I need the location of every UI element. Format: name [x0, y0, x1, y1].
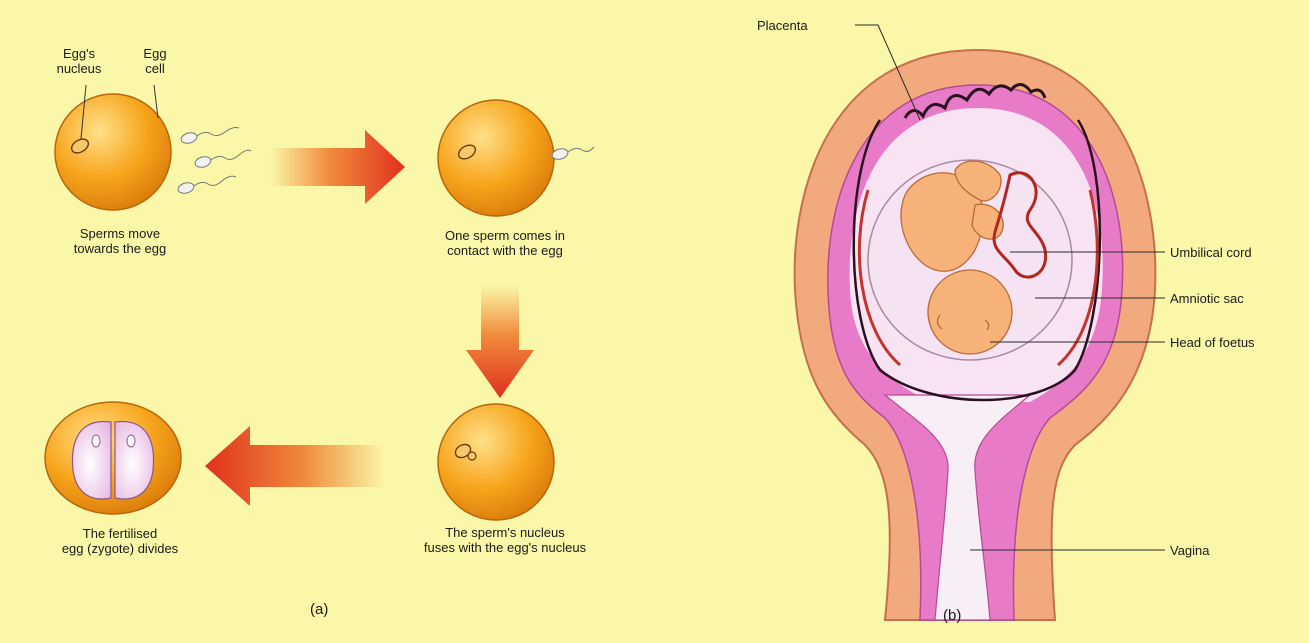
arrow-right	[270, 130, 405, 204]
head-of-foetus-label: Head of foetus	[1170, 335, 1255, 350]
egg-3	[438, 404, 554, 520]
egg-cell-label: Egg cell	[133, 46, 177, 76]
egg-1	[55, 85, 171, 210]
step1-caption: Sperms move towards the egg	[55, 226, 185, 256]
step1-caption-line2: towards the egg	[55, 241, 185, 256]
egg-nucleus-label-line2: nucleus	[52, 61, 106, 76]
step2-caption-line1: One sperm comes in	[410, 228, 600, 243]
arrow-down	[466, 285, 534, 398]
foetus-head	[928, 270, 1012, 354]
egg-cell-label-line1: Egg	[133, 46, 177, 61]
step4-caption: The fertilised egg (zygote) divides	[45, 526, 195, 556]
step4-caption-line2: egg (zygote) divides	[45, 541, 195, 556]
step3-caption-line2: fuses with the egg's nucleus	[395, 540, 615, 555]
vagina-label: Vagina	[1170, 543, 1210, 558]
umbilical-cord-label: Umbilical cord	[1170, 245, 1252, 260]
step3-caption-line1: The sperm's nucleus	[395, 525, 615, 540]
amniotic-sac-label: Amniotic sac	[1170, 291, 1244, 306]
step2-caption-line2: contact with the egg	[410, 243, 600, 258]
step4-caption-line1: The fertilised	[45, 526, 195, 541]
uterus-diagram	[795, 50, 1156, 620]
placenta-label: Placenta	[757, 18, 808, 33]
egg-nucleus-label: Egg's nucleus	[52, 46, 106, 76]
sperm-group	[177, 128, 251, 195]
zygote	[45, 402, 181, 514]
panel-b-label: (b)	[943, 608, 961, 623]
step2-caption: One sperm comes in contact with the egg	[410, 228, 600, 258]
step1-caption-line1: Sperms move	[55, 226, 185, 241]
egg-nucleus-label-line1: Egg's	[52, 46, 106, 61]
panel-a-label: (a)	[310, 602, 328, 617]
step3-caption: The sperm's nucleus fuses with the egg's…	[395, 525, 615, 555]
arrow-left	[205, 426, 385, 506]
egg-cell-label-line2: cell	[133, 61, 177, 76]
egg-2	[438, 100, 594, 216]
